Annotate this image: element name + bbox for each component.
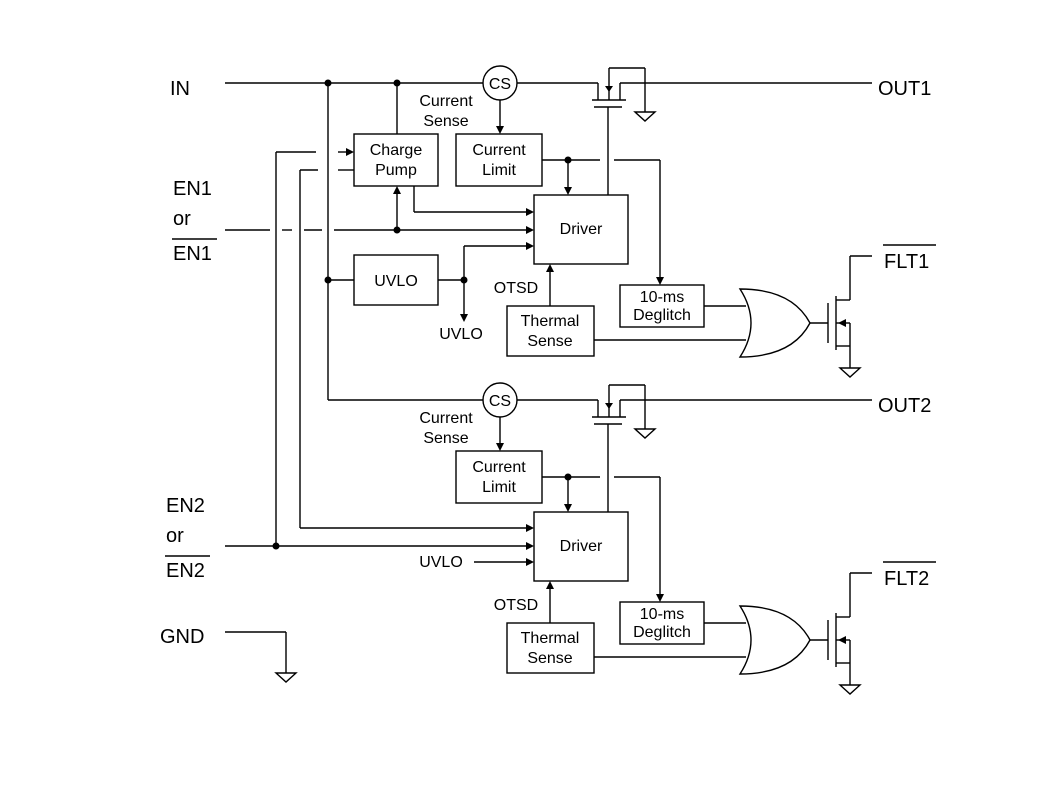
- current-limit-1-label-line1: Current: [472, 142, 526, 159]
- or-gate-2: [738, 605, 811, 675]
- uvlo-block: [353, 254, 439, 306]
- flt2-transistor: [827, 572, 872, 695]
- thermal-sense-1-label-line1: Thermal: [521, 313, 580, 330]
- pin-en2-label: EN2: [166, 495, 205, 517]
- arrow-head: [526, 242, 534, 250]
- arrow-head: [526, 208, 534, 216]
- deglitch-1-label-line1: 10-ms: [640, 289, 684, 306]
- arrow-head: [526, 558, 534, 566]
- arrow-head: [526, 226, 534, 234]
- arrow-head: [564, 504, 572, 512]
- driver-1-block: [533, 194, 629, 265]
- arrow-head: [546, 264, 554, 272]
- arrow-head: [526, 524, 534, 532]
- ground-symbol: [274, 672, 298, 683]
- arrow-head: [656, 277, 664, 285]
- arrow-head: [393, 186, 401, 194]
- pin-in-label: IN: [170, 78, 190, 100]
- deglitch-2-label-line1: 10-ms: [640, 606, 684, 623]
- deglitch-1-label-line2: Deglitch: [633, 307, 691, 324]
- otsd-1-label: OTSD: [494, 280, 538, 297]
- current-limit-2-label-line1: Current: [472, 459, 526, 476]
- junction-dot: [272, 542, 280, 550]
- current-sense-1-label-line1: Current: [419, 93, 473, 110]
- current-sense-2-label-line1: Current: [419, 410, 473, 427]
- arrow-head: [546, 581, 554, 589]
- flt1-transistor: [827, 255, 872, 378]
- current-sense-1-label-line2: Sense: [423, 113, 468, 130]
- pin-flt1-label: FLT1: [884, 251, 929, 273]
- pin-flt2-label: FLT2: [884, 568, 929, 590]
- thermal-sense-2-block: [506, 622, 595, 674]
- charge-pump-label-line2: Pump: [375, 162, 417, 179]
- pin-out1-label: OUT1: [878, 78, 931, 100]
- thermal-sense-2-label-line2: Sense: [527, 650, 572, 667]
- current-sense-2-label-line2: Sense: [423, 430, 468, 447]
- deglitch-2-label-line2: Deglitch: [633, 624, 691, 641]
- arrow-head: [496, 126, 504, 134]
- pin-en2-bar-label: EN2: [166, 560, 205, 582]
- pin-en1-label: EN1: [173, 178, 212, 200]
- arrow-head: [564, 187, 572, 195]
- current-limit-2-label-line2: Limit: [482, 479, 516, 496]
- arrow-head: [496, 443, 504, 451]
- arrow-head: [526, 542, 534, 550]
- pin-out2-label: OUT2: [878, 395, 931, 417]
- pin-en2-or-label: or: [166, 525, 184, 547]
- uvlo-output-label: UVLO: [439, 326, 483, 343]
- pin-en1-or-label: or: [173, 208, 191, 230]
- deglitch-2-block: [619, 601, 705, 645]
- thermal-sense-1-block: [506, 305, 595, 357]
- driver-2-block: [533, 511, 629, 582]
- charge-pump-label-line1: Charge: [370, 142, 423, 159]
- fet-2: [592, 384, 657, 512]
- arrow-head: [460, 314, 468, 322]
- current-limit-2-block: [455, 450, 543, 504]
- driver-2-label: Driver: [560, 538, 603, 555]
- charge-pump-block: [353, 133, 439, 187]
- driver-1-label: Driver: [560, 221, 603, 238]
- otsd-2-label: OTSD: [494, 597, 538, 614]
- thermal-sense-1-label-line2: Sense: [527, 333, 572, 350]
- uvlo-input-2-label: UVLO: [419, 554, 463, 571]
- cs-1-label: CS: [489, 76, 511, 93]
- arrow-head: [346, 148, 354, 156]
- pin-en1-bar-label: EN1: [173, 243, 212, 265]
- or-gate-1: [738, 288, 811, 358]
- uvlo-block-label: UVLO: [374, 273, 418, 290]
- cs-2-label: CS: [489, 393, 511, 410]
- arrow-head: [656, 594, 664, 602]
- thermal-sense-2-label-line1: Thermal: [521, 630, 580, 647]
- current-limit-1-label-line2: Limit: [482, 162, 516, 179]
- pin-gnd-label: GND: [160, 626, 204, 648]
- fet-1: [592, 67, 657, 195]
